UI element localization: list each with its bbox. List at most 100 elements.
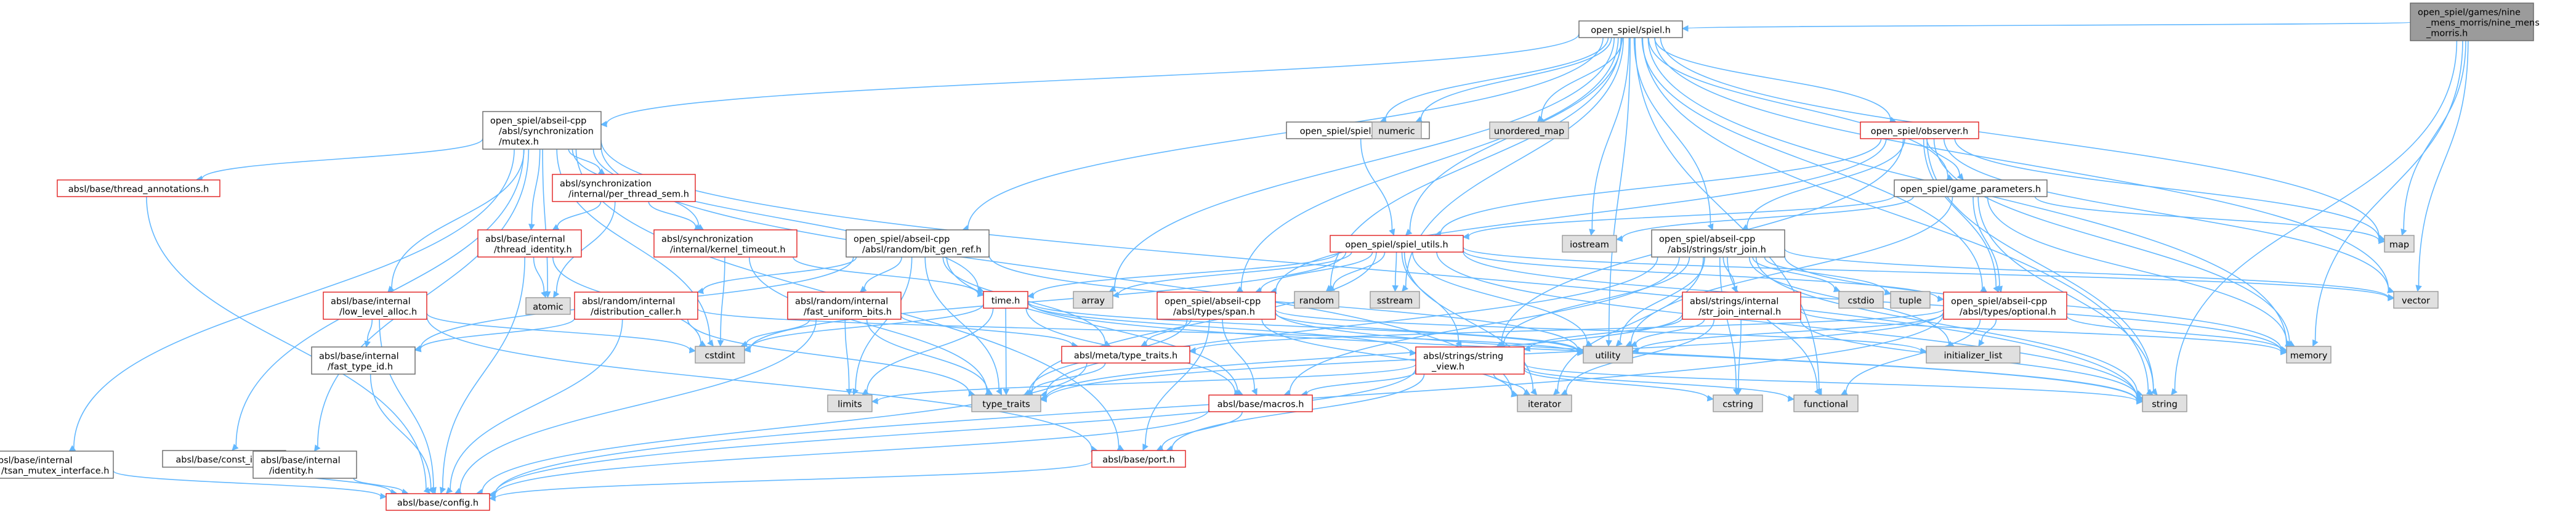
edge-arrowhead [852,388,859,396]
edge-arrowhead [387,285,395,293]
node-box [1073,291,1113,309]
node-box [323,292,427,320]
edge-arrowhead [1706,394,1714,402]
node-map[interactable]: map [2384,235,2415,253]
edge-observer-to-game-parameters [1926,138,1960,176]
node-label-line: initializer_list [1944,351,2003,361]
node-iterator[interactable]: iterator [1517,394,1572,412]
node-limits[interactable]: limits [827,394,873,412]
node-fast-uniform-bits[interactable]: absl/random/internal/fast_uniform_bits.h [787,292,902,320]
node-per-thread-sem[interactable]: absl/synchronization/internal/per_thread… [552,174,696,202]
node-config[interactable]: absl/base/config.h [386,493,490,511]
edge-arrowhead [1462,233,1469,240]
node-box [386,493,490,511]
edge-arrowhead [600,120,607,128]
node-box [552,174,696,202]
node-numeric[interactable]: numeric [1371,121,1422,139]
edge-arrowhead [1735,388,1742,396]
edge-bit-gen-ref-to-macros [946,256,1238,393]
node-label-line: /absl/random/bit_gen_ref.h [862,245,982,255]
node-label-line: type_traits [982,400,1030,410]
node-box [1651,229,1785,258]
node-span[interactable]: open_spiel/abseil-cpp/absl/types/span.h [1157,292,1276,320]
node-label-line: cstring [1722,400,1753,410]
node-distribution-caller[interactable]: absl/random/internal/distribution_caller… [574,292,698,320]
node-str-join[interactable]: open_spiel/abseil-cpp/absl/strings/str_j… [1651,229,1785,258]
node-label-line: open_spiel/spiel_utils.h [1345,240,1448,250]
node-label-line: /distribution_caller.h [591,308,681,317]
node-label-line: iterator [1528,400,1561,410]
edge-arrowhead [1996,285,2003,293]
node-label-line: open_spiel/abseil-cpp [490,116,586,126]
edge-str-join-to-iterator [1557,256,1704,391]
edge-arrowhead [427,486,434,494]
edge-game-parameters-to-utility [1630,196,1953,344]
node-label-line: /absl/strings/str_join.h [1668,245,1766,255]
edge-mutex-to-atomic [542,149,548,292]
edge-observer-to-memory [1933,138,2290,344]
node-identity[interactable]: absl/base/internal/identity.h [252,451,357,479]
node-mutex[interactable]: open_spiel/abseil-cpp/absl/synchronizati… [482,111,602,150]
node-fast-type-id[interactable]: absl/base/internal/fast_type_id.h [311,346,416,375]
node-box [1943,292,2067,320]
node-box [1415,346,1525,375]
node-functional[interactable]: functional [1793,394,1859,412]
node-optional[interactable]: open_spiel/abseil-cpp/absl/types/optiona… [1943,292,2067,320]
edge-spiel-to-observer [1653,37,1891,120]
node-tsan-mutex[interactable]: absl/base/internal/tsan_mutex_interface.… [0,451,114,479]
node-cstring[interactable]: cstring [1713,394,1763,412]
edge-str-join-to-string [1755,256,2138,394]
edge-arrowhead [2136,393,2144,400]
node-tuple[interactable]: tuple [1890,291,1931,309]
node-box [827,394,873,412]
node-cstdint[interactable]: cstdint [695,346,745,364]
node-box [1061,346,1190,364]
node-memory[interactable]: memory [2286,346,2332,364]
node-string[interactable]: string [2142,394,2187,412]
node-kernel-timeout[interactable]: absl/synchronization/internal/kernel_tim… [653,229,797,258]
node-port[interactable]: absl/base/port.h [1091,450,1186,468]
edge-str-join-internal-to-memory [1800,310,2282,353]
node-box [1157,292,1276,320]
edge-spiel-to-mutex [606,33,1580,124]
node-random[interactable]: random [1294,291,1339,309]
node-bit-gen-ref[interactable]: open_spiel/abseil-cpp/absl/random/bit_ge… [846,229,990,258]
node-observer[interactable]: open_spiel/observer.h [1860,121,1979,139]
edge-span-to-utility [1275,312,1578,351]
node-time[interactable]: time.h [983,291,1028,309]
node-type-traits-meta[interactable]: absl/meta/type_traits.h [1061,346,1190,364]
edge-mutex-to-low-level-alloc [391,149,525,288]
node-label-line: random [1299,296,1334,306]
node-cstdio[interactable]: cstdio [1838,291,1884,309]
node-utility[interactable]: utility [1583,346,1633,364]
node-box [2410,2,2534,41]
node-vector[interactable]: vector [2393,291,2439,309]
node-label-line: absl/strings/string [1423,352,1503,362]
node-thread-annotations[interactable]: absl/base/thread_annotations.h [57,179,220,197]
node-spiel-utils[interactable]: open_spiel/spiel_utils.h [1330,235,1464,253]
node-root[interactable]: open_spiel/games/nine_mens_morris/nine_m… [2410,2,2540,41]
node-label-line: array [1081,296,1105,306]
node-string-view[interactable]: absl/strings/string_view.h [1415,346,1525,375]
node-label-line: absl/base/thread_annotations.h [68,185,209,195]
node-macros[interactable]: absl/base/macros.h [1208,394,1313,412]
node-label-line: absl/base/internal [0,456,73,466]
node-label-line: absl/meta/type_traits.h [1074,351,1177,361]
node-iostream[interactable]: iostream [1562,235,1617,253]
edge-observer-to-optional [1923,138,1997,287]
node-atomic[interactable]: atomic [525,297,571,315]
node-box [482,111,602,150]
node-thread-identity[interactable]: absl/base/internal/thread_identity.h [477,229,582,258]
node-str-join-internal[interactable]: absl/strings/internal/str_join_internal.… [1682,292,1801,320]
edge-root-to-string [2174,40,2458,391]
node-initializer-list[interactable]: initializer_list [1926,346,2021,364]
node-array[interactable]: array [1073,291,1113,309]
node-low-level-alloc[interactable]: absl/base/internal/low_level_alloc.h [323,292,427,320]
node-unordered-map[interactable]: unordered_map [1489,121,1569,139]
edge-arrowhead [1405,229,1413,236]
node-label-line: absl/base/internal [260,456,341,466]
node-type-traits[interactable]: type_traits [971,394,1041,412]
node-spiel[interactable]: open_spiel/spiel.h [1578,20,1683,38]
node-game-parameters[interactable]: open_spiel/game_parameters.h [1894,179,2048,197]
node-sstream[interactable]: sstream [1370,291,1420,309]
